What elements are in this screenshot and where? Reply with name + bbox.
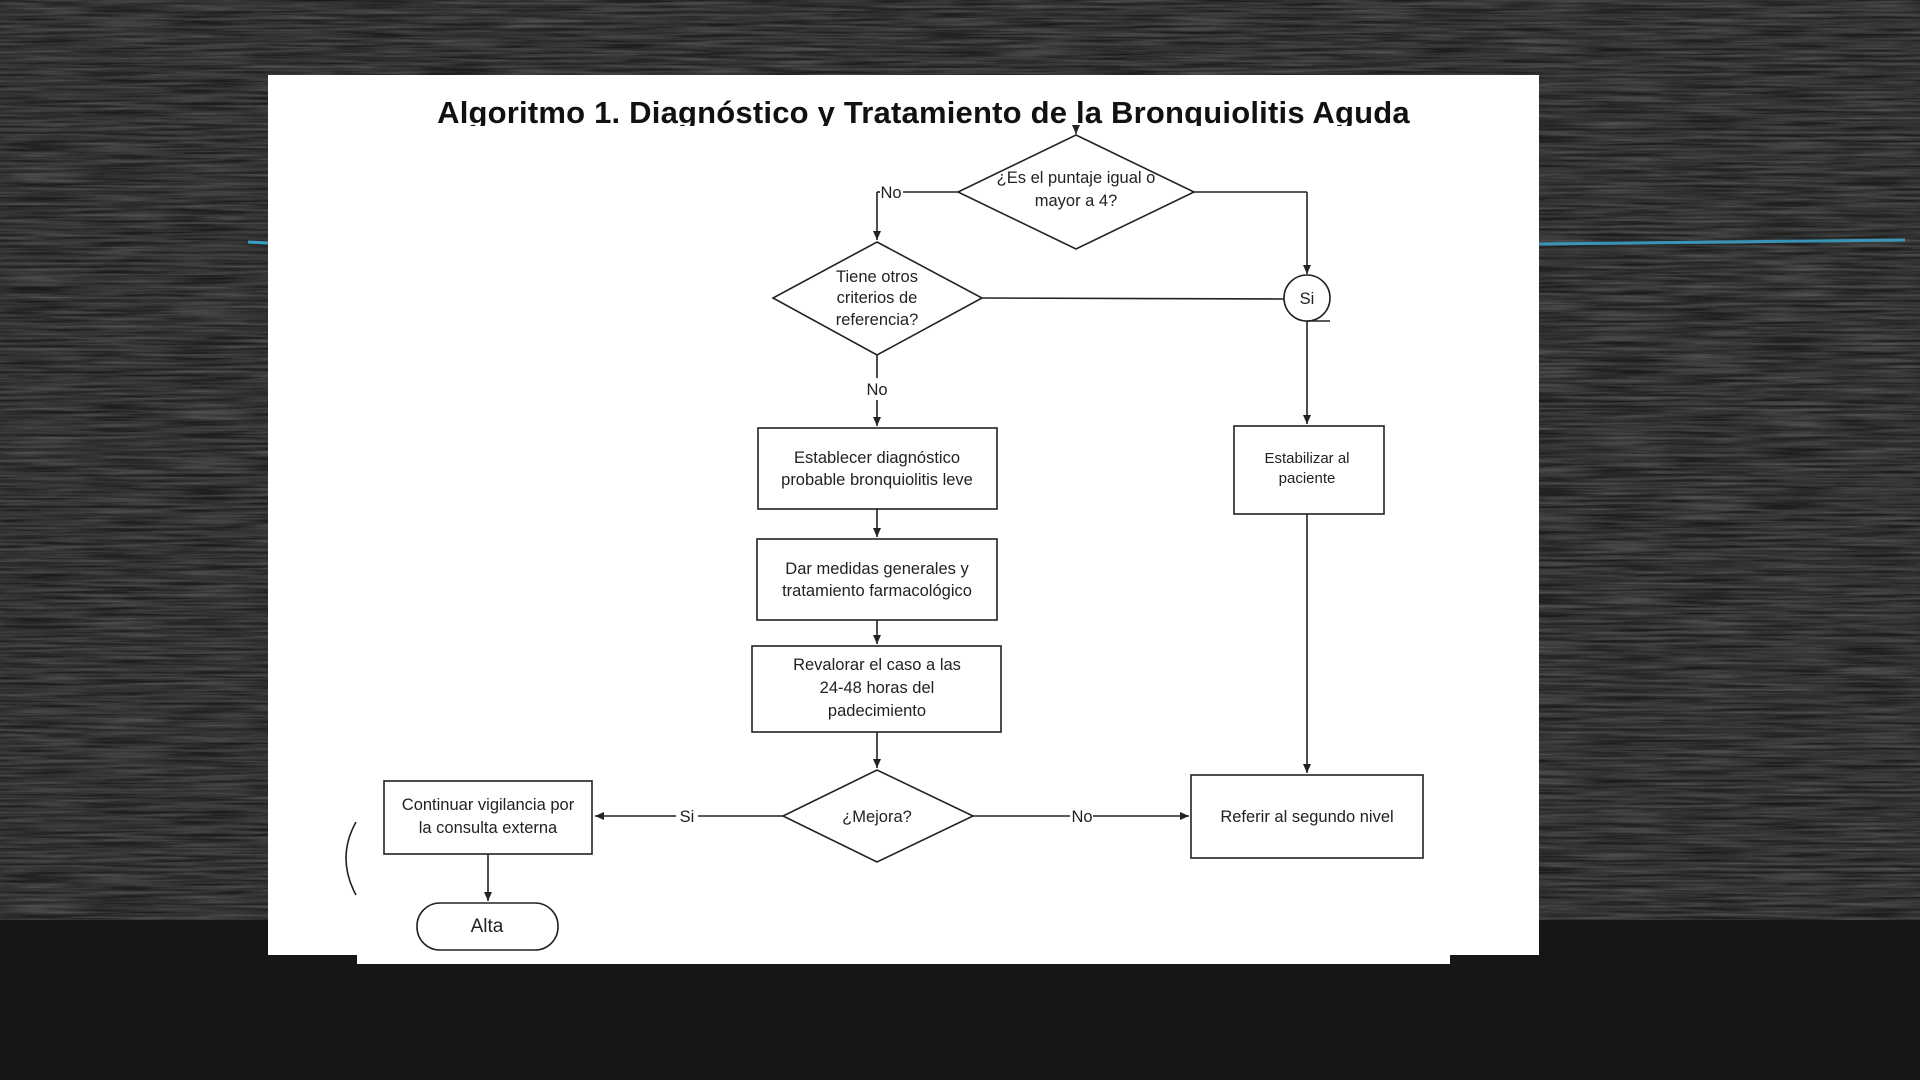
box-continuar-shape (383, 780, 593, 855)
box-referir-label: Referir al segundo nivel (1220, 808, 1393, 826)
stray-bracket-mark (345, 821, 357, 896)
connector-si-label: Si (1300, 290, 1315, 308)
terminal-alta-shape (416, 902, 559, 951)
decision-criterios-label-3: referencia? (836, 311, 919, 329)
box-medidas-label-1: Dar medidas generales y (785, 560, 969, 578)
edge-label-puntaje-no: No (880, 184, 901, 202)
decision-mejora-shape (781, 769, 975, 863)
box-diagnostico-label-2: probable bronquiolitis leve (781, 471, 973, 489)
box-continuar-label-1: Continuar vigilancia por (402, 796, 575, 814)
box-revalorar-label-3: padecimiento (828, 702, 926, 720)
box-revalorar-label-2: 24-48 horas del (820, 679, 935, 697)
diagram-title: Algoritmo 1. Diagnóstico y Tratamiento d… (437, 95, 1410, 126)
box-revalorar-label-1: Revalorar el caso a las (793, 656, 961, 674)
edge-label-mejora-si: Si (680, 808, 695, 826)
accent-line-right (1538, 238, 1906, 246)
box-medidas-shape (756, 538, 998, 621)
box-continuar-label-2: la consulta externa (419, 819, 558, 837)
decision-criterios-label-1: Tiene otros (836, 268, 918, 286)
terminal-alta-label: Alta (471, 916, 504, 937)
edge-label-mejora-no: No (1071, 808, 1092, 826)
box-estabilizar-label-1: Estabilizar al (1264, 450, 1349, 467)
decision-puntaje-label-2: mayor a 4? (1035, 192, 1118, 210)
box-medidas-label-2: tratamiento farmacológico (782, 582, 972, 600)
edge-criterios-si (981, 297, 1285, 300)
box-estabilizar-shape (1233, 425, 1385, 515)
slide-card-lower-edge (357, 950, 1450, 964)
decision-puntaje-label-1: ¿Es el puntaje igual o (997, 169, 1156, 187)
box-estabilizar-label-2: paciente (1279, 470, 1336, 487)
box-diagnostico-label-1: Establecer diagnóstico (794, 449, 960, 467)
decision-puntaje-shape (956, 134, 1196, 250)
decision-criterios-label-2: criterios de (837, 289, 918, 307)
decision-mejora-label: ¿Mejora? (842, 808, 912, 826)
box-referir-shape (1190, 774, 1424, 859)
box-revalorar-shape (751, 645, 1002, 733)
accent-line-left (247, 240, 269, 245)
diagram-title-wrapper: Algoritmo 1. Diagnóstico y Tratamiento d… (268, 88, 1539, 126)
edge-label-criterios-no: No (866, 381, 887, 399)
box-diagnostico-shape (757, 427, 998, 510)
